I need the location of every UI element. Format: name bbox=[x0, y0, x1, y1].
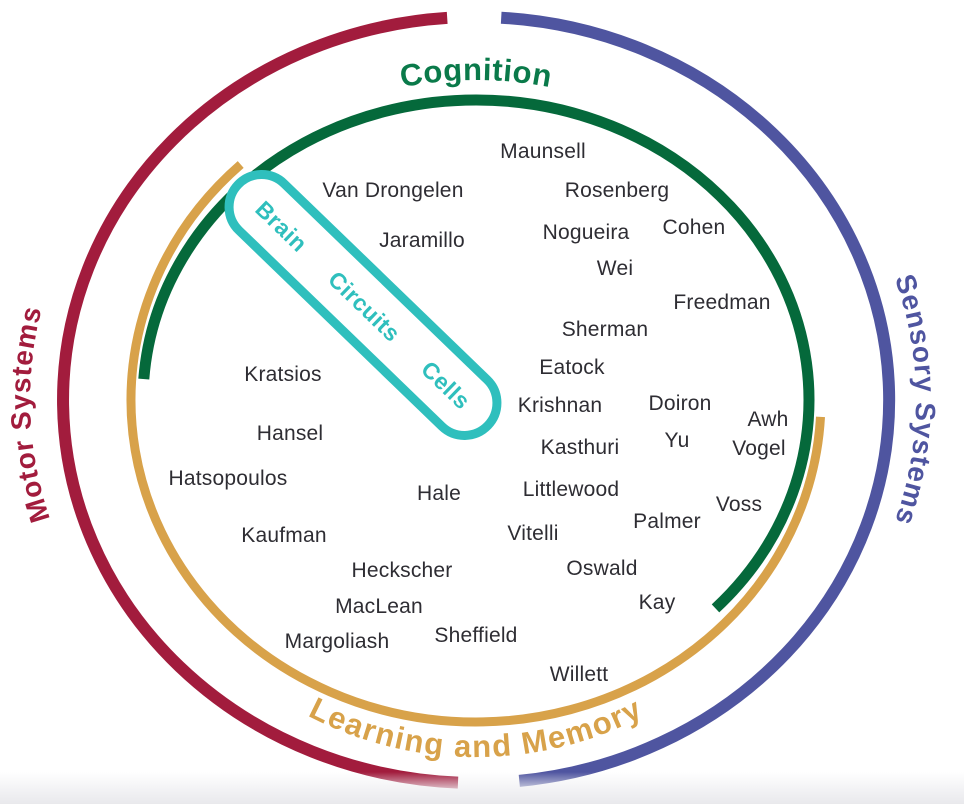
faculty-name-kay: Kay bbox=[638, 591, 676, 614]
faculty-name-cohen: Cohen bbox=[662, 216, 726, 239]
faculty-name-vitelli: Vitelli bbox=[507, 522, 559, 545]
faculty-name-maunsell: Maunsell bbox=[500, 140, 586, 163]
faculty-name-rosenberg: Rosenberg bbox=[564, 179, 670, 202]
faculty-name-sheffield: Sheffield bbox=[434, 624, 518, 647]
motor-systems-arc bbox=[57, 11, 459, 789]
faculty-name-kaufman: Kaufman bbox=[241, 524, 327, 547]
faculty-name-doiron: Doiron bbox=[648, 392, 712, 415]
faculty-name-hatsopoulos: Hatsopoulos bbox=[168, 467, 288, 490]
faculty-name-van-drongelen: Van Drongelen bbox=[322, 179, 464, 202]
faculty-name-awh: Awh bbox=[747, 408, 789, 431]
faculty-name-yu: Yu bbox=[664, 429, 690, 452]
cognition-arc bbox=[138, 94, 815, 613]
faculty-name-willett: Willett bbox=[549, 663, 609, 686]
faculty-name-sherman: Sherman bbox=[561, 318, 649, 341]
learning-and-memory-arc bbox=[126, 161, 825, 727]
faculty-name-jaramillo: Jaramillo bbox=[379, 229, 465, 252]
badge-word-brain: Brain bbox=[250, 195, 313, 257]
faculty-name-voss: Voss bbox=[715, 493, 763, 516]
faculty-name-freedman: Freedman bbox=[673, 291, 771, 314]
faculty-name-wei: Wei bbox=[596, 257, 634, 280]
faculty-name-littlewood: Littlewood bbox=[522, 478, 620, 501]
sensory-systems-arc bbox=[500, 11, 896, 787]
badge-word-cells: Cells bbox=[416, 355, 476, 415]
faculty-name-heckscher: Heckscher bbox=[351, 559, 453, 582]
faculty-name-krishnan: Krishnan bbox=[517, 394, 603, 417]
faculty-name-kasthuri: Kasthuri bbox=[540, 436, 620, 459]
faculty-name-kratsios: Kratsios bbox=[244, 363, 322, 386]
faculty-name-vogel: Vogel bbox=[732, 437, 786, 460]
faculty-name-palmer: Palmer bbox=[633, 510, 701, 533]
faculty-name-margoliash: Margoliash bbox=[284, 630, 390, 653]
sensory-systems-arc-label: Sensory Systems bbox=[889, 270, 941, 530]
motor-systems-arc-label: Motor Systems bbox=[5, 303, 56, 527]
faculty-name-maclean: MacLean bbox=[335, 595, 423, 618]
faculty-name-eatock: Eatock bbox=[539, 356, 605, 379]
faculty-name-hansel: Hansel bbox=[256, 422, 324, 445]
faculty-name-oswald: Oswald bbox=[566, 557, 638, 580]
cognition-arc-label: Cognition bbox=[397, 52, 555, 94]
faculty-name-nogueira: Nogueira bbox=[542, 221, 630, 244]
faculty-name-hale: Hale bbox=[417, 482, 461, 505]
